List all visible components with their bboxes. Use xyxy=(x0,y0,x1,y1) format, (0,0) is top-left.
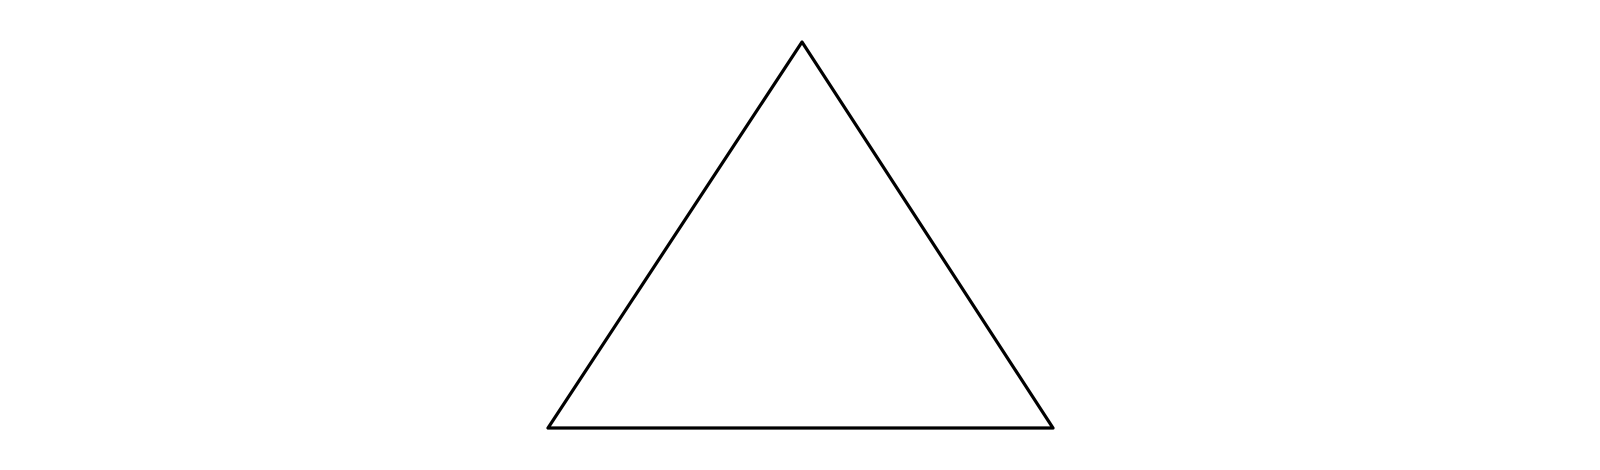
triangle-shape xyxy=(546,40,1055,430)
